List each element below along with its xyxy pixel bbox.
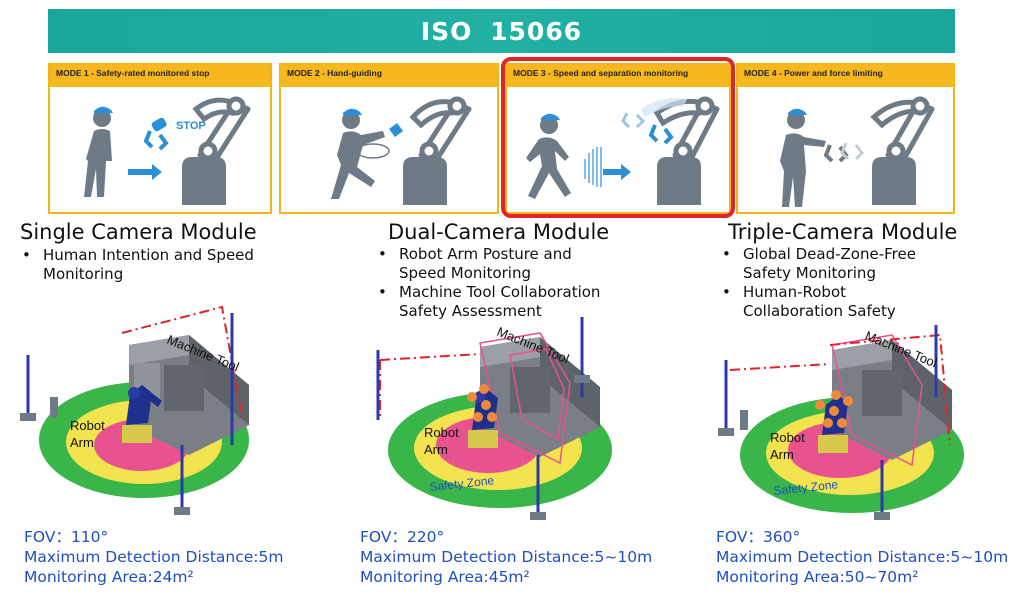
mode-card-3: MODE 3 - Speed and separation monitoring — [505, 63, 731, 214]
stop-label: STOP — [176, 120, 206, 132]
camera-icon — [530, 512, 546, 520]
triple-camera-bullets: Global Dead-Zone-Free Safety Monitoring … — [720, 245, 1000, 321]
triple-camera-stats: FOV：360° Maximum Detection Distance:5~10… — [716, 527, 1008, 587]
monitoring-area-value: Monitoring Area:45m² — [360, 568, 530, 586]
triple-camera-title: Triple-Camera Module — [728, 220, 958, 244]
bullet-item: Machine Tool Collaboration Safety Assess… — [376, 283, 626, 321]
monitoring-area-value: Monitoring Area:24m² — [24, 568, 194, 586]
dual-camera-scene: Machine Tool Robot Arm Safety Zone — [376, 317, 612, 520]
person-icon — [84, 106, 113, 197]
camera-icon — [740, 410, 748, 430]
single-camera-stats: FOV：110° Maximum Detection Distance:5m M… — [24, 527, 283, 587]
robot-arm-icon — [122, 385, 162, 443]
camera-icon — [174, 507, 190, 515]
dual-camera-bullets: Robot Arm Posture and Speed Monitoring M… — [376, 245, 676, 321]
mode-illustration — [331, 96, 472, 205]
mode-illustration: STOP — [84, 96, 251, 205]
robot-arm-icon — [143, 96, 251, 205]
robot-arm-label: Arm — [70, 435, 94, 450]
robot-arm-icon — [389, 96, 472, 205]
camera-icon — [20, 413, 36, 421]
single-camera-scene: Machine Tool Robot Arm — [20, 305, 249, 515]
mode-card-1: MODE 1 - Safety-rated monitored stop STO… — [48, 63, 272, 214]
robot-arm-label: Robot — [70, 418, 105, 433]
fov-value: FOV：220° — [360, 528, 445, 546]
camera-icon — [50, 397, 58, 417]
single-camera-title: Single Camera Module — [20, 220, 257, 244]
mode-card-2: MODE 2 - Hand-guiding — [279, 63, 499, 214]
robot-arm-icon — [621, 96, 720, 205]
arrow-icon — [603, 164, 631, 180]
safety-zone-label: Safety Zone — [773, 477, 839, 498]
fov-value: FOV：110° — [24, 528, 109, 546]
person-icon — [526, 113, 571, 199]
safety-zone-label: Safety Zone — [429, 473, 495, 494]
monitoring-area-value: Monitoring Area:50~70m² — [716, 568, 919, 586]
detection-distance-value: Maximum Detection Distance:5~10m — [360, 548, 653, 566]
camera-icon — [874, 512, 890, 520]
triple-camera-scene: Machine Tool Robot Arm Safety Zone — [718, 325, 964, 520]
bullet-item: Human-Robot Collaboration Safety — [720, 283, 935, 321]
tracking-points — [467, 384, 497, 422]
monitoring-box — [509, 348, 565, 441]
robot-arm-label: Arm — [424, 442, 448, 457]
arrow-icon — [128, 164, 162, 180]
fov-boundary — [121, 305, 243, 418]
camera-icon — [718, 428, 734, 436]
machine-tool-icon — [129, 335, 249, 455]
tracking-points — [815, 390, 853, 428]
mode-header: MODE 1 - Safety-rated monitored stop — [50, 65, 270, 87]
bullet-item: Global Dead-Zone-Free Safety Monitoring — [720, 245, 935, 283]
fov-value: FOV：360° — [716, 528, 801, 546]
mode-illustration — [526, 96, 720, 205]
person-icon — [331, 108, 385, 199]
robot-arm-label: Robot — [424, 425, 459, 440]
mode-header: MODE 3 - Speed and separation monitoring — [507, 65, 729, 87]
mode-3-highlight — [501, 57, 735, 218]
dual-camera-title: Dual-Camera Module — [388, 220, 610, 244]
robot-arm-icon — [823, 96, 935, 205]
machine-tool-icon — [480, 337, 600, 457]
bullet-item: Human Intention and Speed Monitoring — [20, 246, 280, 284]
mode-header: MODE 4 - Power and force limiting — [738, 65, 953, 87]
single-camera-bullets: Human Intention and Speed Monitoring — [20, 246, 280, 284]
mode-header: MODE 2 - Hand-guiding — [281, 65, 497, 87]
detection-distance-value: Maximum Detection Distance:5m — [24, 548, 284, 566]
camera-icon — [574, 375, 590, 383]
mode-illustration — [780, 96, 935, 207]
robot-arm-label: Arm — [770, 447, 794, 462]
monitoring-box — [831, 334, 923, 467]
robot-arm-label: Robot — [770, 430, 805, 445]
fov-boundary — [729, 333, 951, 446]
mode-card-4: MODE 4 - Power and force limiting — [736, 63, 955, 214]
bullet-item: Robot Arm Posture and Speed Monitoring — [376, 245, 586, 283]
dual-camera-stats: FOV：220° Maximum Detection Distance:5~10… — [360, 527, 652, 587]
iso-banner: ISO 15066 — [48, 9, 955, 53]
rotation-icon — [356, 143, 390, 159]
fov-boundary — [379, 353, 481, 361]
detection-distance-value: Maximum Detection Distance:5~10m — [716, 548, 1009, 566]
warning-zone-icon — [584, 147, 602, 187]
person-icon — [780, 108, 826, 207]
banner-title: ISO 15066 — [420, 16, 583, 46]
